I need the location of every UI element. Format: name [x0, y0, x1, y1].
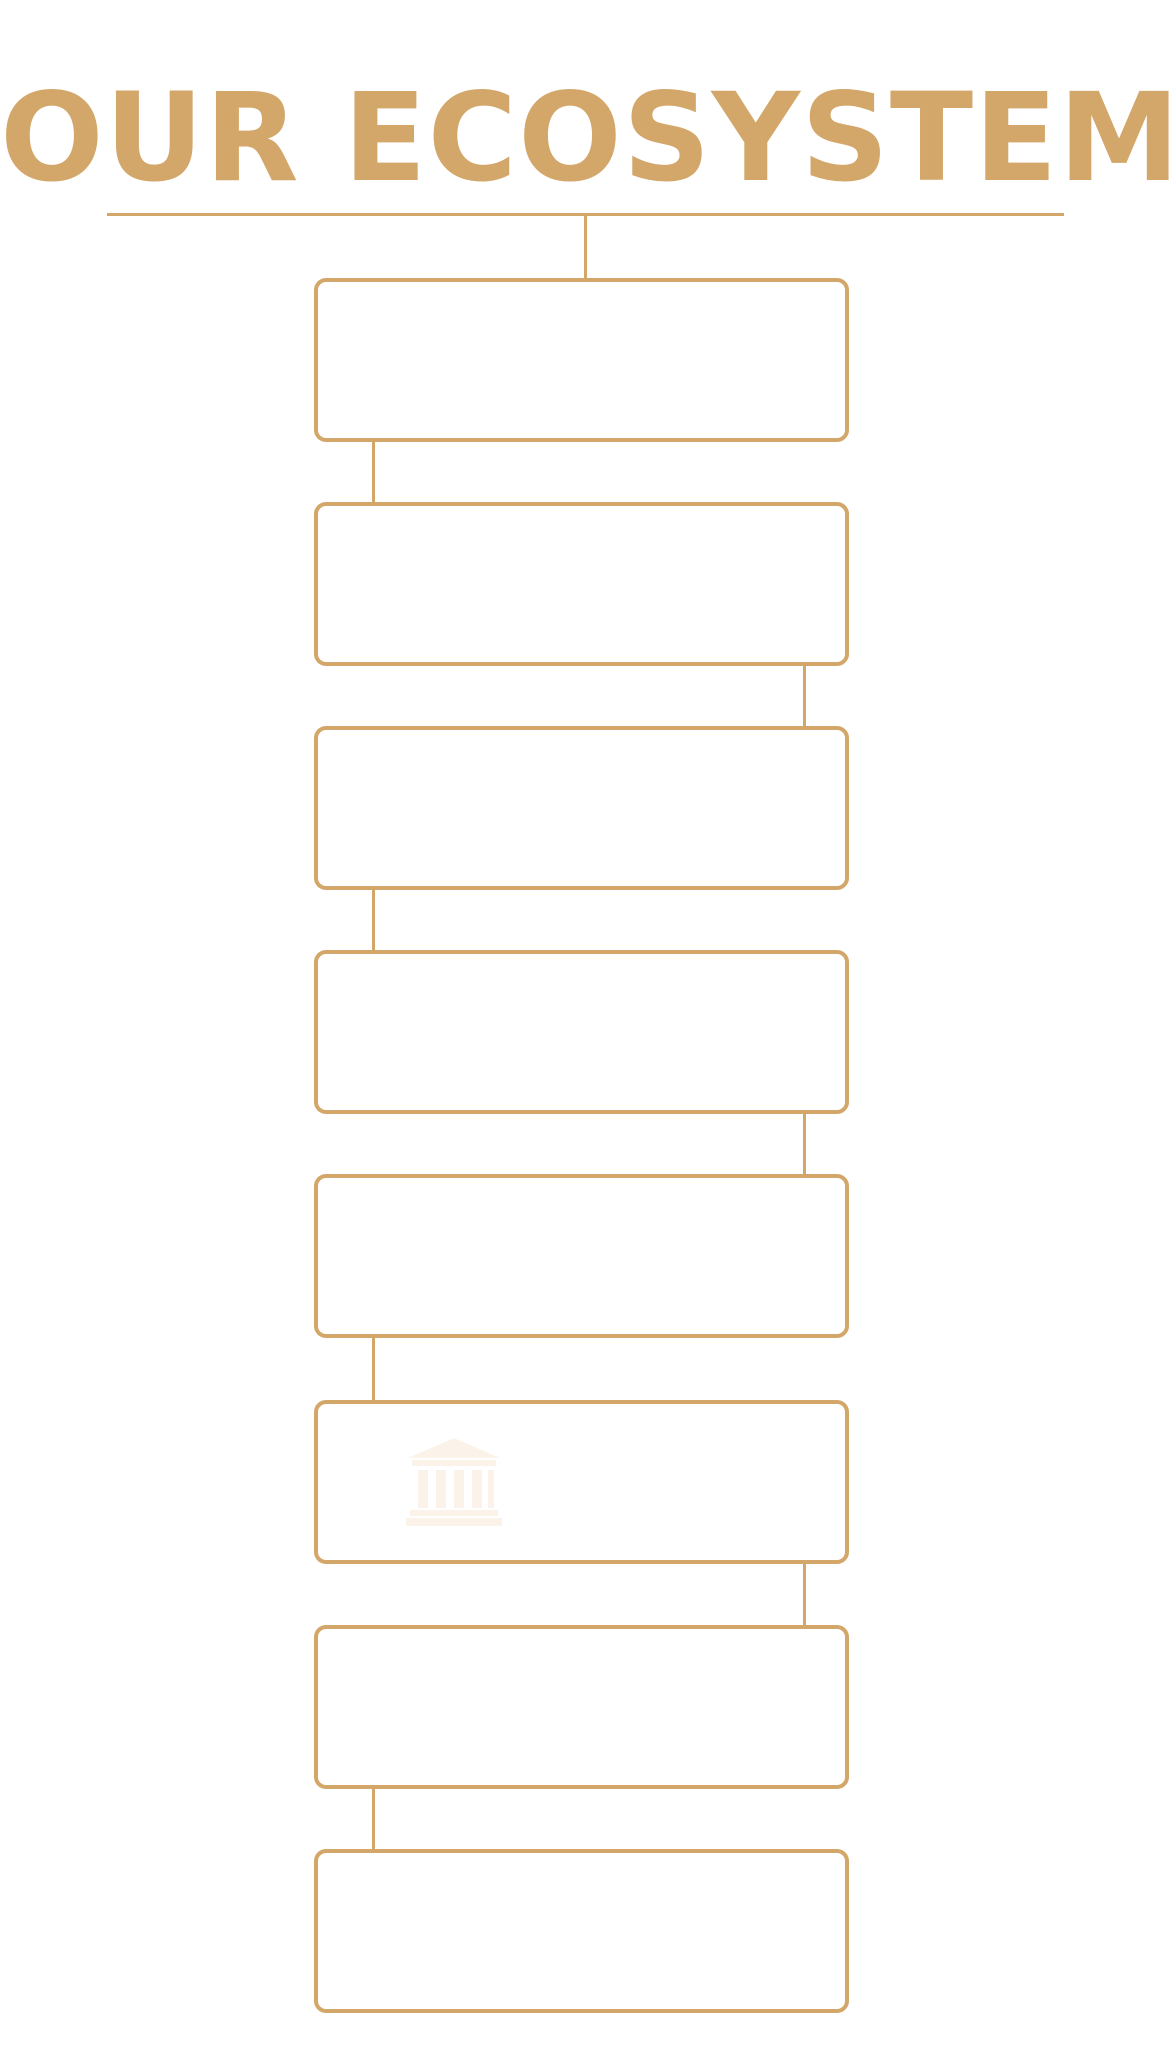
ecosystem-step-8 — [314, 1849, 849, 2013]
connector-step-2-to-3 — [803, 666, 806, 726]
ecosystem-step-1 — [314, 278, 849, 442]
ecosystem-step-5 — [314, 1174, 849, 1338]
ecosystem-step-7 — [314, 1625, 849, 1789]
ecosystem-step-2 — [314, 502, 849, 666]
connector-step-4-to-5 — [803, 1114, 806, 1174]
institution-building-icon — [406, 1438, 502, 1526]
connector-step-1-to-2 — [372, 442, 375, 502]
connector-step-6-to-7 — [803, 1564, 806, 1625]
ecosystem-step-6 — [314, 1400, 849, 1564]
connector-step-3-to-4 — [372, 890, 375, 950]
ecosystem-step-3 — [314, 726, 849, 890]
connector-step-5-to-6 — [372, 1338, 375, 1400]
page-title: OUR ECOSYSTEM — [0, 67, 1169, 209]
title-divider — [107, 213, 1064, 216]
ecosystem-step-4 — [314, 950, 849, 1114]
connector-step-7-to-8 — [372, 1789, 375, 1849]
connector-title-to-step-1 — [584, 216, 587, 278]
